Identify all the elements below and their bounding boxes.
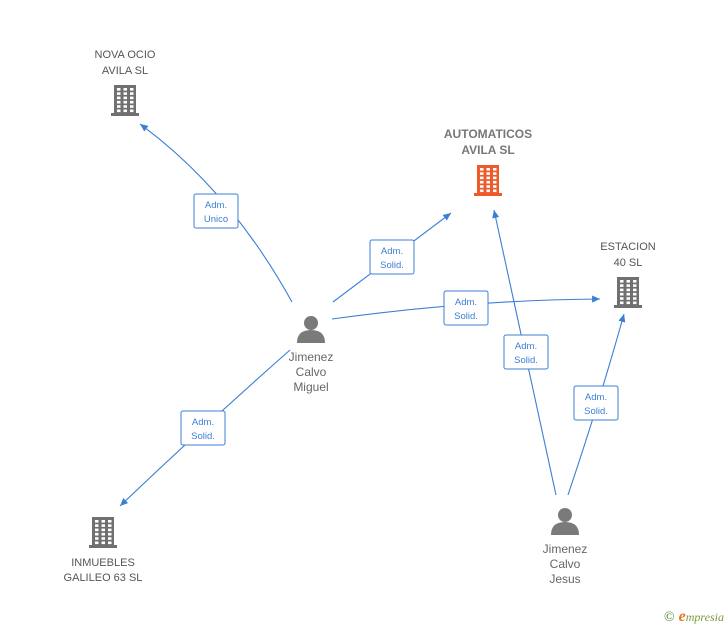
brand-footer: ©empresia (664, 608, 724, 626)
relation-edge-jesus-est[interactable]: Adm. Solid. (567, 313, 626, 496)
company-name-line1: NOVA OCIO (95, 49, 156, 61)
person-name-line3: Miguel (293, 380, 328, 394)
company-node-nova[interactable]: NOVA OCIO AVILA SL (95, 49, 156, 116)
company-node-inm[interactable]: INMUEBLES GALILEO 63 SL (64, 517, 143, 584)
relation-edge-miguel-auto[interactable]: Adm. Solid. (332, 212, 452, 303)
edge-role-line2: Solid. (454, 311, 478, 322)
edge-role-line1: Adm. (515, 341, 537, 352)
edge-label-box (193, 193, 239, 229)
company-name-line1: ESTACION (600, 241, 655, 253)
brand-logo-initial: e (678, 608, 686, 625)
building-icon (89, 517, 117, 548)
edge-role-line2: Unico (204, 214, 228, 225)
edge-role-line1: Adm. (455, 297, 477, 308)
company-name-line2: AVILA SL (102, 65, 148, 77)
company-name-line2: 40 SL (614, 257, 643, 269)
relation-edge-miguel-nova[interactable]: Adm. Unico (139, 123, 293, 303)
edge-role-line2: Solid. (380, 260, 404, 271)
edge-role-line1: Adm. (585, 392, 607, 403)
edge-role-line1: Adm. (205, 200, 227, 211)
edge-role-line1: Adm. (192, 417, 214, 428)
company-node-auto[interactable]: AUTOMATICOS AVILA SL (444, 127, 532, 196)
person-name-line3: Jesus (549, 572, 580, 586)
edge-role-line1: Adm. (381, 246, 403, 257)
company-name-line2: AVILA SL (461, 143, 514, 157)
building-icon (111, 85, 139, 116)
person-name-line1: Jimenez (289, 350, 334, 364)
person-name-line2: Calvo (296, 365, 327, 379)
relation-edge-jesus-auto[interactable]: Adm. Solid. (492, 209, 557, 496)
edge-role-line2: Solid. (584, 406, 608, 417)
person-icon (551, 508, 579, 535)
brand-logo-text: mpresia (685, 610, 724, 624)
company-name-line1: AUTOMATICOS (444, 127, 532, 141)
edge-label-box (369, 239, 415, 275)
copyright-icon: © (664, 610, 675, 625)
company-node-est[interactable]: ESTACION 40 SL (600, 241, 656, 308)
company-name-line2: GALILEO 63 SL (64, 572, 143, 584)
edge-label-box (443, 290, 489, 326)
edge-label-box (503, 334, 549, 370)
relation-edge-miguel-est[interactable]: Adm. Solid. (331, 290, 601, 326)
edge-role-line2: Solid. (191, 431, 215, 442)
building-icon (614, 277, 642, 308)
edge-label-box (573, 385, 619, 421)
relation-edge-miguel-inm[interactable]: Adm. Solid. (119, 349, 291, 507)
person-name-line2: Calvo (550, 557, 581, 571)
person-name-line1: Jimenez (543, 542, 588, 556)
edge-role-line2: Solid. (514, 355, 538, 366)
person-icon (297, 316, 325, 343)
company-name-line1: INMUEBLES (71, 557, 135, 569)
edge-label-box (180, 410, 226, 446)
building-icon (474, 165, 502, 196)
